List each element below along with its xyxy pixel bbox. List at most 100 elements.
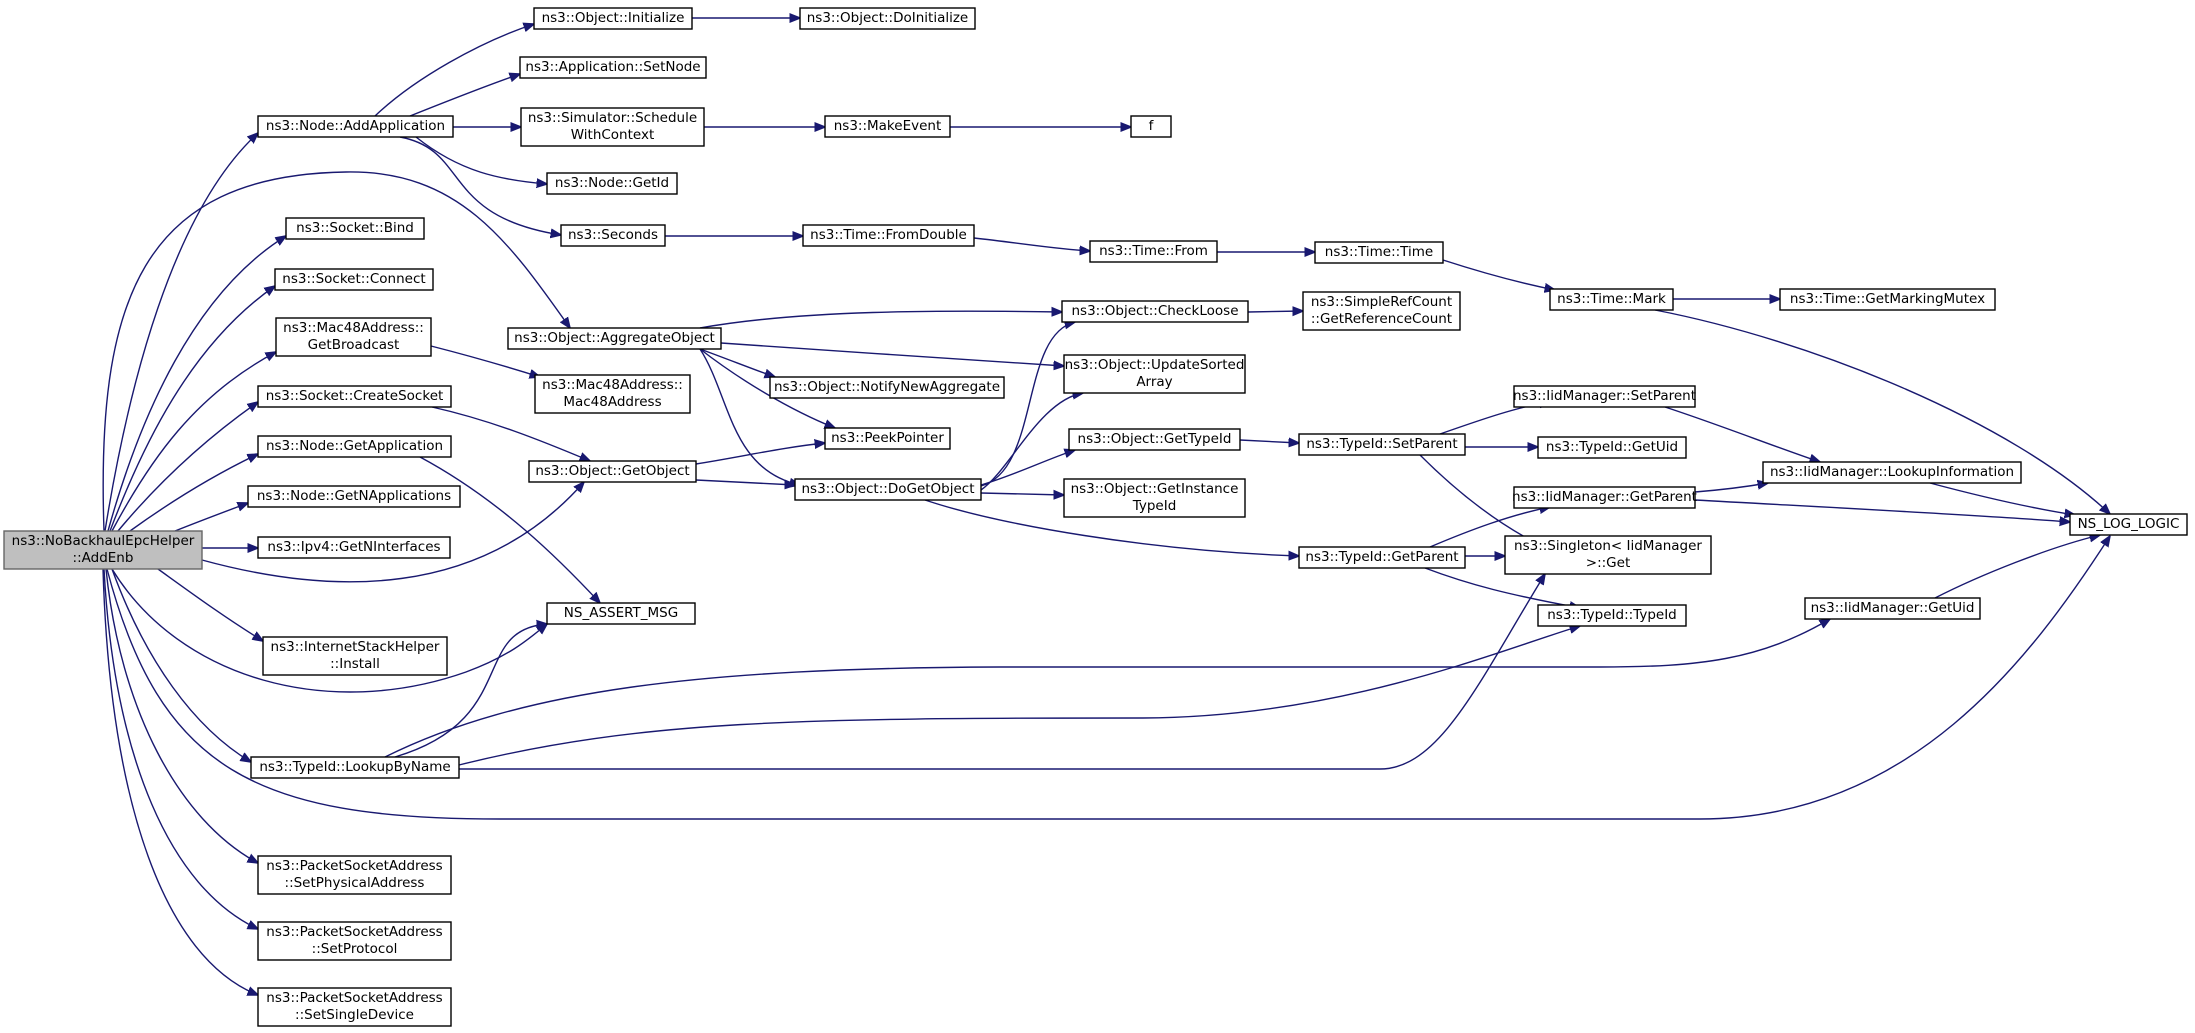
node-packetsocketaddress-setphysicaladdress[interactable]: ns3::PacketSocketAddress::SetPhysicalAdd… — [257, 855, 452, 895]
node-object-getobject-label: ns3::Object::GetObject — [535, 463, 689, 479]
edge-nobackhaulepchelper-addenb-to-mac48address-getbroadcast — [111, 352, 276, 532]
node-packetsocketaddress-setphysicaladdress-label-line-2: ::SetPhysicalAddress — [285, 875, 425, 891]
node-typeid-typeid[interactable]: ns3::TypeId::TypeId — [1537, 604, 1687, 627]
node-object-notifynewaggregate-box — [769, 376, 1005, 399]
edge-nobackhaulepchelper-addenb-to-socket-bind — [107, 236, 286, 532]
node-nobackhaulepchelper-addenb[interactable]: ns3::NoBackhaulEpcHelper::AddEnb — [3, 530, 203, 570]
node-socket-bind[interactable]: ns3::Socket::Bind — [285, 217, 425, 240]
node-iidmanager-getparent[interactable]: ns3::IidManager::GetParent — [1512, 486, 1697, 509]
node-object-getobject-box — [528, 460, 697, 483]
node-ipv4-getninterfaces[interactable]: ns3::Ipv4::GetNInterfaces — [257, 536, 451, 559]
node-object-aggregateobject[interactable]: ns3::Object::AggregateObject — [507, 327, 722, 350]
node-seconds[interactable]: ns3::Seconds — [560, 224, 666, 247]
node-object-checkloose-box — [1061, 300, 1249, 323]
node-internetstackhelper-install[interactable]: ns3::InternetStackHelper::Install — [262, 636, 448, 676]
node-object-getinstancetypeid-label-line-1: ns3::Object::GetInstance — [1071, 481, 1239, 497]
node-typeid-setparent[interactable]: ns3::TypeId::SetParent — [1298, 433, 1466, 456]
node-simplerefcount-getreferencecount[interactable]: ns3::SimpleRefCount::GetReferenceCount — [1302, 291, 1461, 331]
edge-time-fromdouble-to-time-from — [973, 237, 1090, 251]
node-typeid-typeid-box — [1537, 604, 1687, 627]
node-seconds-box — [560, 224, 666, 247]
node-f[interactable]: f — [1130, 115, 1172, 138]
edge-iidmanager-getparent-to-ns-log-logic — [1694, 499, 2070, 522]
node-object-updatesortedarray-box — [1063, 354, 1246, 394]
node-packetsocketaddress-setsingledevice-label-line-1: ns3::PacketSocketAddress — [266, 990, 442, 1006]
node-iidmanager-setparent[interactable]: ns3::IidManager::SetParent — [1513, 385, 1696, 408]
node-application-setnode[interactable]: ns3::Application::SetNode — [519, 56, 707, 79]
node-mac48address-getbroadcast-box — [275, 317, 432, 357]
node-packetsocketaddress-setsingledevice-box — [257, 987, 452, 1027]
node-object-checkloose[interactable]: ns3::Object::CheckLoose — [1061, 300, 1249, 323]
node-layer: ns3::NoBackhaulEpcHelper::AddEnb ns3::Nod… — [3, 7, 2188, 1027]
node-node-getid[interactable]: ns3::Node::GetId — [546, 172, 678, 195]
node-object-updatesortedarray-label-line-1: ns3::Object::UpdateSorted — [1065, 357, 1245, 373]
node-ipv4-getninterfaces-box — [257, 536, 451, 559]
node-mac48address-mac48address[interactable]: ns3::Mac48Address::Mac48Address — [534, 374, 691, 414]
edge-node-addapplication-to-application-setnode — [409, 74, 520, 117]
node-time-mark-box — [1549, 288, 1674, 311]
node-iidmanager-lookupinformation[interactable]: ns3::IidManager::LookupInformation — [1762, 461, 2022, 484]
node-node-addapplication-label: ns3::Node::AddApplication — [266, 118, 445, 134]
node-node-getapplication-label: ns3::Node::GetApplication — [266, 438, 443, 454]
node-makeevent[interactable]: ns3::MakeEvent — [824, 115, 951, 138]
node-object-gettypeid[interactable]: ns3::Object::GetTypeId — [1068, 428, 1241, 451]
node-socket-createsocket[interactable]: ns3::Socket::CreateSocket — [257, 385, 452, 408]
edge-object-getobject-to-peekpointer — [695, 443, 825, 465]
node-peekpointer[interactable]: ns3::PeekPointer — [824, 427, 951, 450]
node-time-fromdouble[interactable]: ns3::Time::FromDouble — [802, 224, 975, 247]
node-packetsocketaddress-setprotocol[interactable]: ns3::PacketSocketAddress::SetProtocol — [257, 921, 452, 961]
node-socket-createsocket-box — [257, 385, 452, 408]
edge-nobackhaulepchelper-addenb-to-packetsocketaddress-setprotocol — [103, 568, 258, 929]
node-time-from[interactable]: ns3::Time::From — [1089, 240, 1218, 263]
edge-nobackhaulepchelper-addenb-to-object-getobject — [201, 482, 584, 583]
node-time-fromdouble-box — [802, 224, 975, 247]
node-packetsocketaddress-setsingledevice[interactable]: ns3::PacketSocketAddress::SetSingleDevic… — [257, 987, 452, 1027]
node-object-aggregateobject-label: ns3::Object::AggregateObject — [514, 330, 715, 346]
node-time-getmarkingmutex[interactable]: ns3::Time::GetMarkingMutex — [1779, 288, 1996, 311]
node-object-dogetobject[interactable]: ns3::Object::DoGetObject — [794, 478, 982, 501]
edge-nobackhaulepchelper-addenb-to-object-aggregateobject — [102, 171, 570, 532]
node-simplerefcount-getreferencecount-box — [1302, 291, 1461, 331]
node-iidmanager-getuid-box — [1804, 597, 1981, 620]
node-time-mark[interactable]: ns3::Time::Mark — [1549, 288, 1674, 311]
edge-object-dogetobject-to-object-gettypeid — [980, 450, 1075, 486]
node-typeid-lookupbyname-box — [250, 756, 460, 779]
node-object-doinitialize[interactable]: ns3::Object::DoInitialize — [799, 7, 976, 30]
node-typeid-getparent[interactable]: ns3::TypeId::GetParent — [1298, 546, 1466, 569]
edge-nobackhaulepchelper-addenb-to-node-getnapplications — [174, 503, 248, 532]
node-time-from-label: ns3::Time::From — [1099, 243, 1208, 259]
node-time-time[interactable]: ns3::Time::Time — [1314, 241, 1444, 264]
node-singleton-iidmanager-get[interactable]: ns3::Singleton< IidManager>::Get — [1504, 535, 1712, 575]
node-ns-assert-msg[interactable]: NS_ASSERT_MSG — [546, 602, 696, 625]
node-typeid-getuid[interactable]: ns3::TypeId::GetUid — [1537, 436, 1687, 459]
node-object-getobject[interactable]: ns3::Object::GetObject — [528, 460, 697, 483]
node-object-initialize[interactable]: ns3::Object::Initialize — [533, 7, 693, 30]
node-node-getapplication[interactable]: ns3::Node::GetApplication — [257, 435, 452, 458]
node-ns-assert-msg-label: NS_ASSERT_MSG — [564, 605, 678, 621]
node-iidmanager-setparent-box — [1513, 385, 1696, 408]
node-f-label: f — [1149, 118, 1155, 134]
node-socket-bind-box — [285, 217, 425, 240]
node-iidmanager-setparent-label: ns3::IidManager::SetParent — [1513, 388, 1696, 404]
edge-nobackhaulepchelper-addenb-to-node-addapplication — [104, 133, 258, 532]
node-node-getnapplications[interactable]: ns3::Node::GetNApplications — [247, 485, 461, 508]
node-mac48address-getbroadcast[interactable]: ns3::Mac48Address::GetBroadcast — [275, 317, 432, 357]
node-node-addapplication[interactable]: ns3::Node::AddApplication — [257, 115, 454, 138]
edge-object-checkloose-to-simplerefcount-getreferencecount — [1247, 311, 1303, 312]
node-typeid-lookupbyname[interactable]: ns3::TypeId::LookupByName — [250, 756, 460, 779]
edge-nobackhaulepchelper-addenb-to-socket-createsocket — [117, 402, 258, 532]
node-object-initialize-box — [533, 7, 693, 30]
edge-object-getobject-to-object-dogetobject — [695, 480, 795, 485]
node-ns-log-logic[interactable]: NS_LOG_LOGIC — [2069, 513, 2188, 536]
node-iidmanager-getuid[interactable]: ns3::IidManager::GetUid — [1804, 597, 1981, 620]
node-packetsocketaddress-setprotocol-box — [257, 921, 452, 961]
node-ns-log-logic-box — [2069, 513, 2188, 536]
node-typeid-setparent-box — [1298, 433, 1466, 456]
node-object-notifynewaggregate[interactable]: ns3::Object::NotifyNewAggregate — [769, 376, 1005, 399]
node-socket-connect[interactable]: ns3::Socket::Connect — [274, 268, 434, 291]
edge-time-time-to-time-mark — [1442, 259, 1555, 290]
